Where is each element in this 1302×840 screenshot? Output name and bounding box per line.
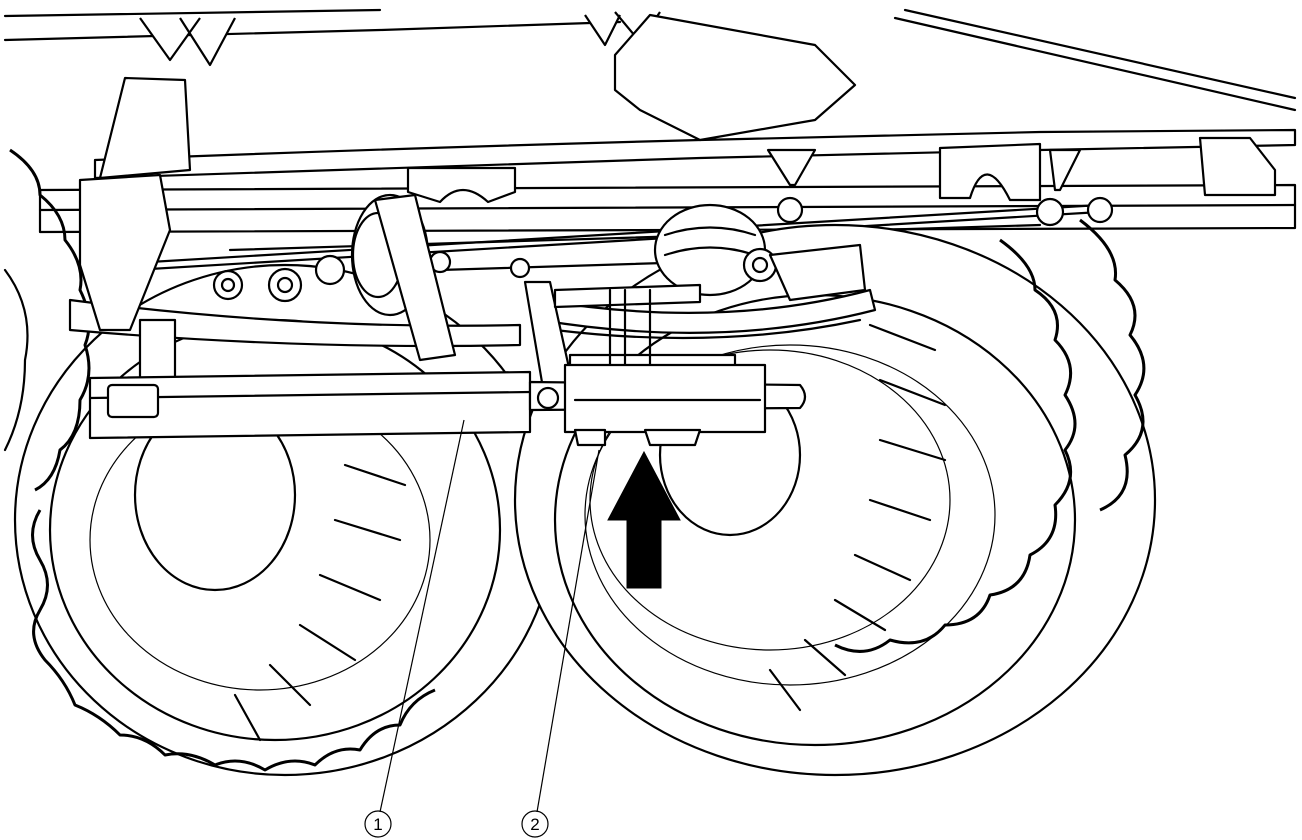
right-wheel-tread-blocks	[768, 323, 947, 712]
axle-seat-bracket	[563, 363, 767, 447]
callout-2: 2	[521, 449, 600, 838]
callout-1-label: 1	[373, 815, 382, 834]
callout-1: 1	[364, 419, 465, 838]
chassis-frame	[3, 8, 1297, 234]
lift-direction-arrow	[607, 450, 681, 589]
callout-1-leader	[379, 419, 465, 813]
callout-2-circle	[521, 810, 549, 838]
leaf-springs	[68, 288, 877, 348]
callout-1-circle	[364, 810, 392, 838]
callout-2-leader	[536, 449, 600, 813]
brake-drum-right	[653, 203, 767, 297]
callout-2-label: 2	[530, 815, 539, 834]
left-wheel-tread-blocks	[233, 463, 407, 742]
spring-hangers	[78, 173, 867, 402]
frame-brackets	[98, 11, 1277, 204]
